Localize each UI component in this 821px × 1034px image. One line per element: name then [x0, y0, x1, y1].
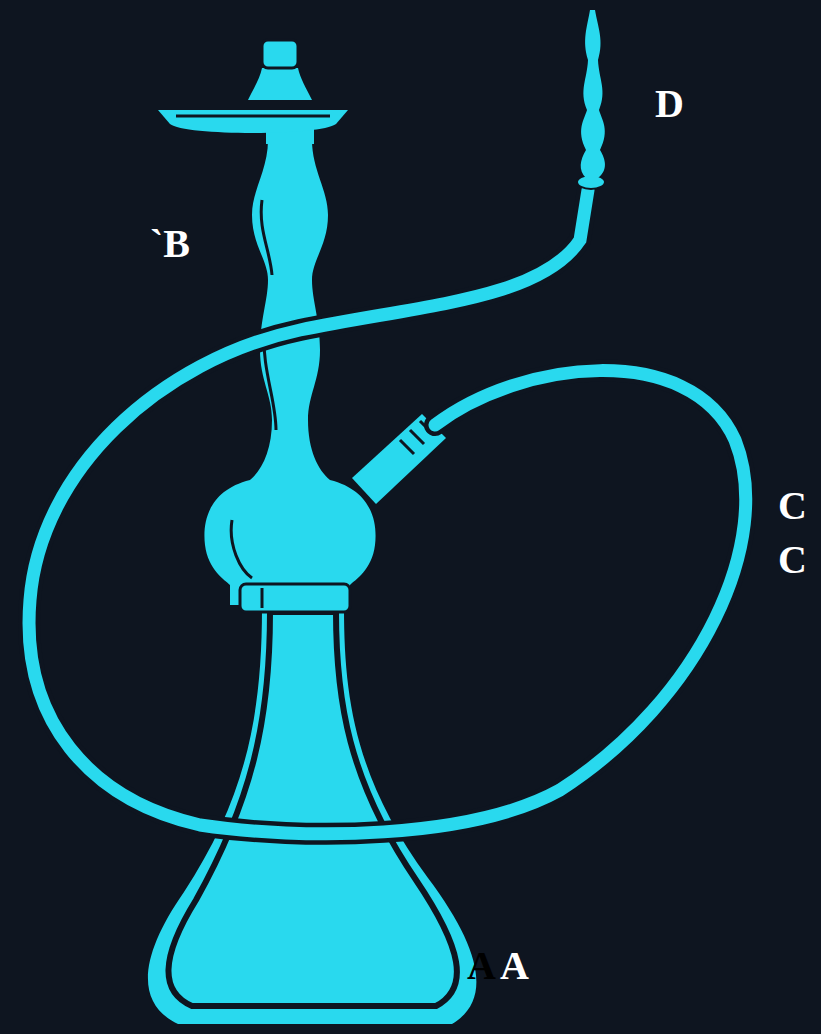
- bowl-lid: [262, 40, 298, 68]
- part-label: C: [778, 540, 807, 580]
- hose-outline: [29, 190, 746, 834]
- vase-body: [168, 612, 456, 1006]
- part-label: A: [500, 946, 529, 986]
- hose: [29, 190, 746, 834]
- collar-detail: [261, 588, 264, 608]
- bowl: [248, 68, 312, 100]
- mouthpiece: [581, 10, 605, 178]
- part-label: D: [655, 84, 684, 124]
- part-label: A: [467, 946, 496, 986]
- tray-detail: [176, 115, 330, 118]
- tray: [158, 110, 348, 133]
- stem: [204, 140, 375, 605]
- part-label: C: [778, 486, 807, 526]
- collar: [240, 584, 350, 612]
- part-label: `B: [150, 224, 190, 264]
- stem-detail: [231, 200, 276, 578]
